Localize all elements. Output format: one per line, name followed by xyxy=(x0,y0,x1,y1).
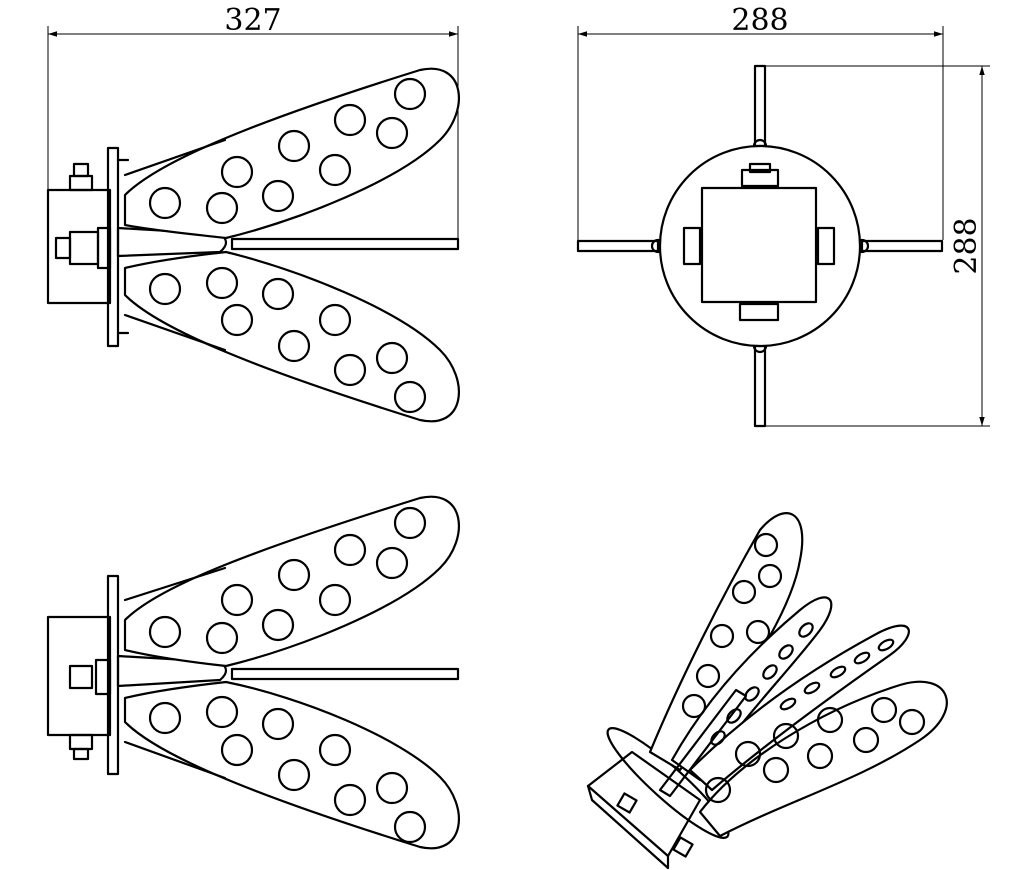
side-view xyxy=(46,495,461,850)
dimension-label-288-height: 288 xyxy=(949,217,984,274)
holes-side-lower xyxy=(148,695,427,844)
holes-side-upper xyxy=(148,506,427,655)
isometric-view xyxy=(586,512,948,870)
holes-iso-blade-1 xyxy=(681,532,783,719)
holes-iso-blade-3 xyxy=(779,638,895,711)
holes-iso-blade-2 xyxy=(710,622,814,746)
dimension-height-top: 288 xyxy=(760,65,990,427)
holes-iso-blade-4 xyxy=(704,696,926,804)
dimension-label-327: 327 xyxy=(224,3,281,38)
holes-upper xyxy=(148,77,427,225)
dimension-width-front: 327 xyxy=(47,3,459,240)
dimension-label-288-width: 288 xyxy=(731,3,788,38)
front-view: 327 xyxy=(46,3,461,423)
top-view: 288 288 xyxy=(576,3,990,428)
dimension-width-top: 288 xyxy=(577,3,944,240)
holes-lower xyxy=(148,266,427,414)
